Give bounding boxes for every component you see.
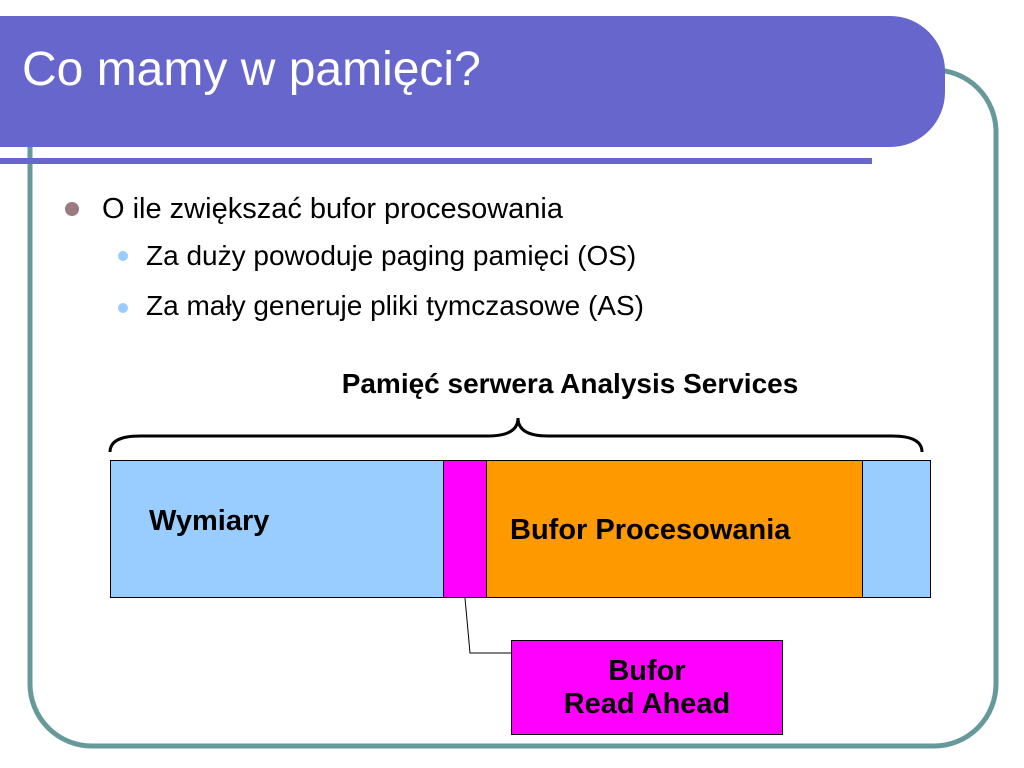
bullet-item: O ile zwiększać bufor procesowania	[102, 193, 563, 225]
memory-title: Pamięć serwera Analysis Services	[341, 368, 799, 399]
title-bar	[0, 16, 945, 147]
segment-read-ahead	[443, 460, 487, 598]
bullet-dot	[118, 303, 128, 313]
segment-free	[862, 460, 931, 598]
segment-dimensions	[110, 460, 444, 598]
title-underline	[0, 158, 872, 164]
bullet-item: Za duży powoduje paging pamięci (OS)	[146, 240, 637, 271]
slide-title: Co mamy w pamięci?	[22, 43, 481, 96]
bullet-dot	[118, 251, 128, 261]
segment-label-processing-buffer: Bufor Procesowania	[510, 514, 791, 546]
segment-label-dimensions: Wymiary	[149, 505, 270, 537]
callout-line-1: Bufor	[608, 655, 686, 688]
bullet-item: Za mały generuje pliki tymczasowe (AS)	[146, 290, 644, 321]
callout-line-2: Read Ahead	[563, 687, 731, 720]
callout-read-ahead: Bufor Read Ahead	[511, 640, 783, 735]
memory-brace	[108, 417, 924, 453]
bullet-dot	[65, 202, 79, 216]
